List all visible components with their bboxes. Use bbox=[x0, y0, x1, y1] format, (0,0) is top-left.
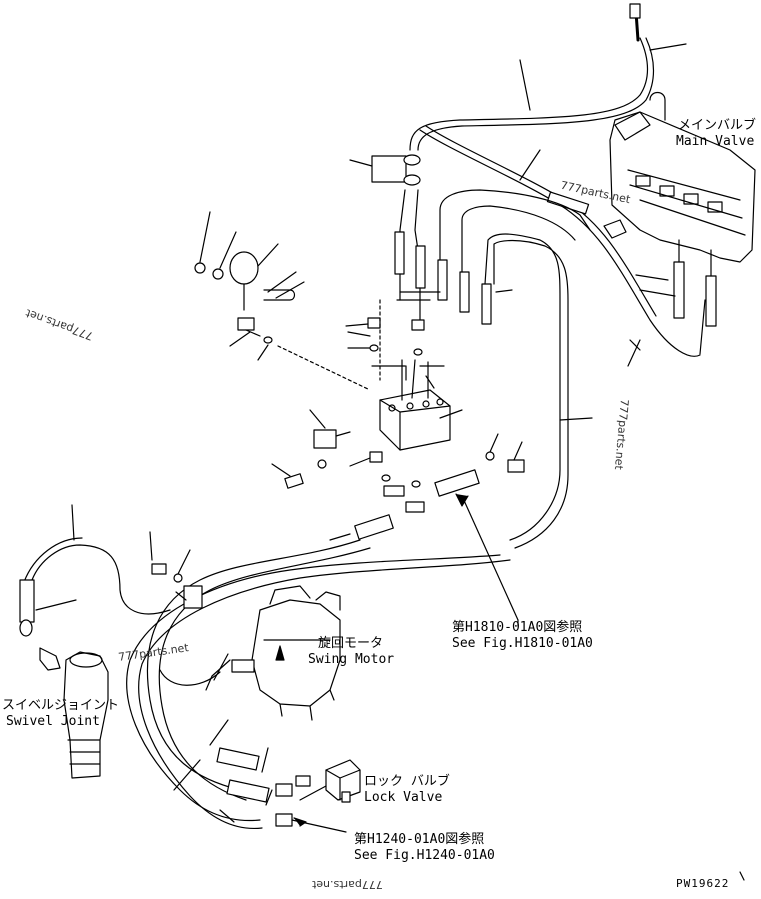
lower-hose-bundle bbox=[126, 514, 511, 829]
swing-motor-label-en: Swing Motor bbox=[308, 652, 395, 667]
main-valve-label-en: Main Valve bbox=[676, 134, 755, 149]
swivel-joint bbox=[63, 651, 109, 779]
junction-block bbox=[349, 154, 421, 261]
accumulator bbox=[194, 211, 371, 391]
swivel-feed-hose bbox=[19, 504, 171, 671]
lock-valve-label-jp: ロック バルブ bbox=[364, 774, 450, 789]
lock-valve-label-en: Lock Valve bbox=[364, 790, 443, 805]
reference-h1240-en: See Fig.H1240-01A0 bbox=[354, 848, 495, 863]
main-valve-hoses bbox=[419, 125, 706, 367]
reference-h1240-jp: 第H1240-01A0図参照 bbox=[354, 832, 485, 847]
lock-valve bbox=[275, 759, 361, 833]
swivel-joint-label-en: Swivel Joint bbox=[6, 714, 100, 729]
manifold-hoses bbox=[394, 189, 593, 549]
main-valve bbox=[603, 91, 756, 327]
leader-lines bbox=[347, 331, 745, 881]
swivel-joint-label-jp: スイベルジョイント bbox=[2, 698, 120, 713]
watermark: 777parts.net bbox=[312, 878, 383, 891]
top-hose-assembly bbox=[409, 3, 687, 151]
manifold-block bbox=[271, 299, 525, 621]
reference-h1810-en: See Fig.H1810-01A0 bbox=[452, 636, 593, 651]
main-valve-label-jp: メインバルブ bbox=[678, 118, 757, 133]
reference-h1810-jp: 第H1810-01A0図参照 bbox=[452, 620, 583, 635]
swing-motor bbox=[159, 585, 341, 721]
swing-motor-label-jp: 旋回モータ bbox=[318, 636, 384, 651]
drawing-number: PW19622 bbox=[676, 877, 730, 890]
